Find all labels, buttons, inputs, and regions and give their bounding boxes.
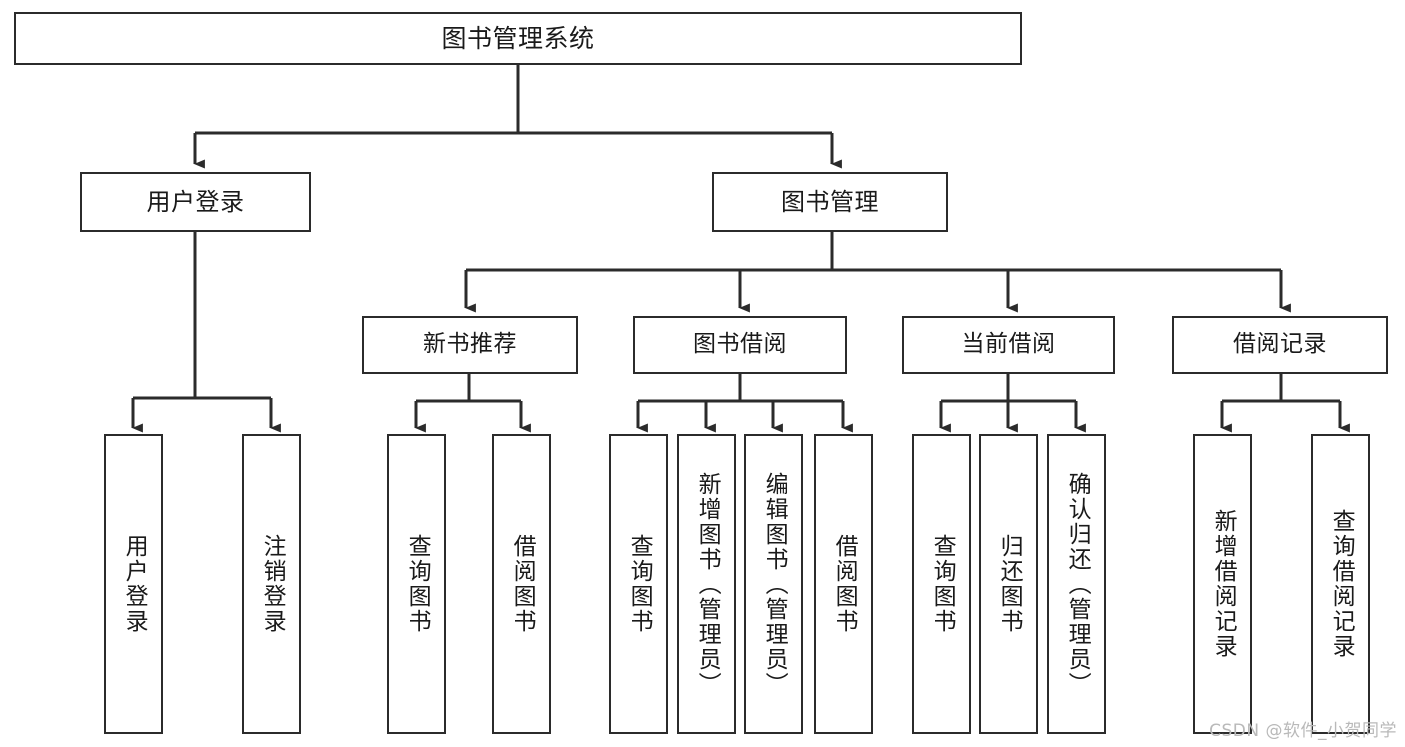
node-current-borrow[interactable]: 当前借阅: [902, 316, 1115, 374]
leaf-book-borrow-borrow-book[interactable]: 借阅图书: [814, 434, 873, 734]
node-label: 借阅图书: [509, 534, 536, 634]
node-label: 用户登录: [121, 534, 148, 634]
node-borrow-record[interactable]: 借阅记录: [1172, 316, 1388, 374]
node-label: 查询图书: [929, 534, 956, 634]
leaf-book-borrow-add-book-admin[interactable]: 新增图书（管理员）: [677, 434, 736, 734]
node-book-management[interactable]: 图书管理: [712, 172, 948, 232]
leaf-new-book-query-book[interactable]: 查询图书: [387, 434, 446, 734]
leaf-user-login-logout[interactable]: 注销登录: [242, 434, 301, 734]
node-label: 注销登录: [259, 534, 286, 634]
node-root-book-management-system[interactable]: 图书管理系统: [14, 12, 1022, 65]
leaf-user-login-login[interactable]: 用户登录: [104, 434, 163, 734]
node-new-book-recommend[interactable]: 新书推荐: [362, 316, 578, 374]
node-user-login[interactable]: 用户登录: [80, 172, 311, 232]
node-label: 查询图书: [626, 534, 653, 634]
node-label: 查询图书: [404, 534, 431, 634]
node-label: 新增图书（管理员）: [694, 471, 721, 697]
leaf-current-borrow-confirm-return-admin[interactable]: 确认归还（管理员）: [1047, 434, 1106, 734]
leaf-book-borrow-edit-book-admin[interactable]: 编辑图书（管理员）: [744, 434, 803, 734]
node-label: 归还图书: [996, 534, 1023, 634]
node-label: 图书管理: [781, 187, 879, 216]
node-label: 用户登录: [146, 187, 245, 216]
leaf-new-book-borrow-book[interactable]: 借阅图书: [492, 434, 551, 734]
node-label: 新书推荐: [423, 331, 517, 358]
node-label: 当前借阅: [961, 331, 1056, 358]
node-label: 借阅图书: [831, 534, 858, 634]
leaf-borrow-record-add-record[interactable]: 新增借阅记录: [1193, 434, 1252, 734]
node-label: 图书管理系统: [441, 23, 595, 53]
node-book-borrow[interactable]: 图书借阅: [633, 316, 847, 374]
leaf-borrow-record-query-record[interactable]: 查询借阅记录: [1311, 434, 1370, 734]
node-label: 图书借阅: [693, 331, 787, 358]
node-label: 新增借阅记录: [1210, 509, 1237, 659]
watermark-text: CSDN @软件_小贺同学: [1209, 721, 1397, 741]
node-label: 编辑图书（管理员）: [761, 471, 788, 697]
node-label: 借阅记录: [1233, 331, 1327, 358]
leaf-current-borrow-return-book[interactable]: 归还图书: [979, 434, 1038, 734]
leaf-book-borrow-query-book[interactable]: 查询图书: [609, 434, 668, 734]
leaf-current-borrow-query-book[interactable]: 查询图书: [912, 434, 971, 734]
node-label: 查询借阅记录: [1328, 509, 1355, 659]
node-label: 确认归还（管理员）: [1064, 471, 1091, 697]
